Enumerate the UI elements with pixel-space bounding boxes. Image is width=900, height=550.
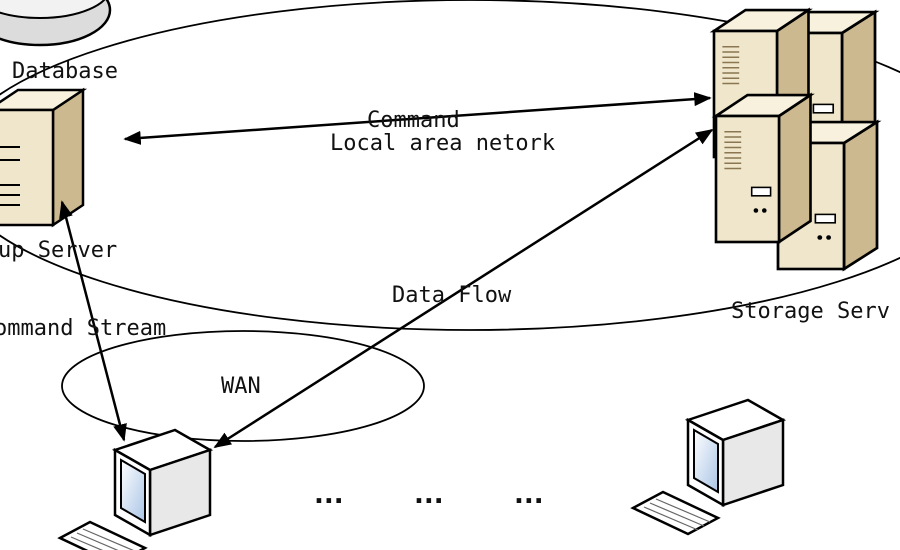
ellipsis-3: ... [514,480,544,510]
command-stream-arrow [59,200,127,442]
storage-server-label: Storage Serv [731,299,890,324]
data-flow-label: Data Flow [392,283,512,308]
command-stream-label: ommand Stream [0,316,166,341]
storage-server-cluster-icon [712,8,879,271]
wan-label: WAN [221,374,261,399]
setup-server-icon [0,87,88,228]
command-label: Command [367,108,460,133]
client-computer-right-icon [631,398,785,536]
database-icon [0,0,112,47]
setup-server-label: up Server [0,238,117,263]
data-flow-arrow [213,128,714,449]
lan-label: Local area netork [330,131,555,156]
ellipsis-1: ... [314,480,344,510]
client-computer-left-icon [58,428,212,550]
database-label: Database [12,59,118,84]
ellipsis-2: ... [414,480,444,510]
